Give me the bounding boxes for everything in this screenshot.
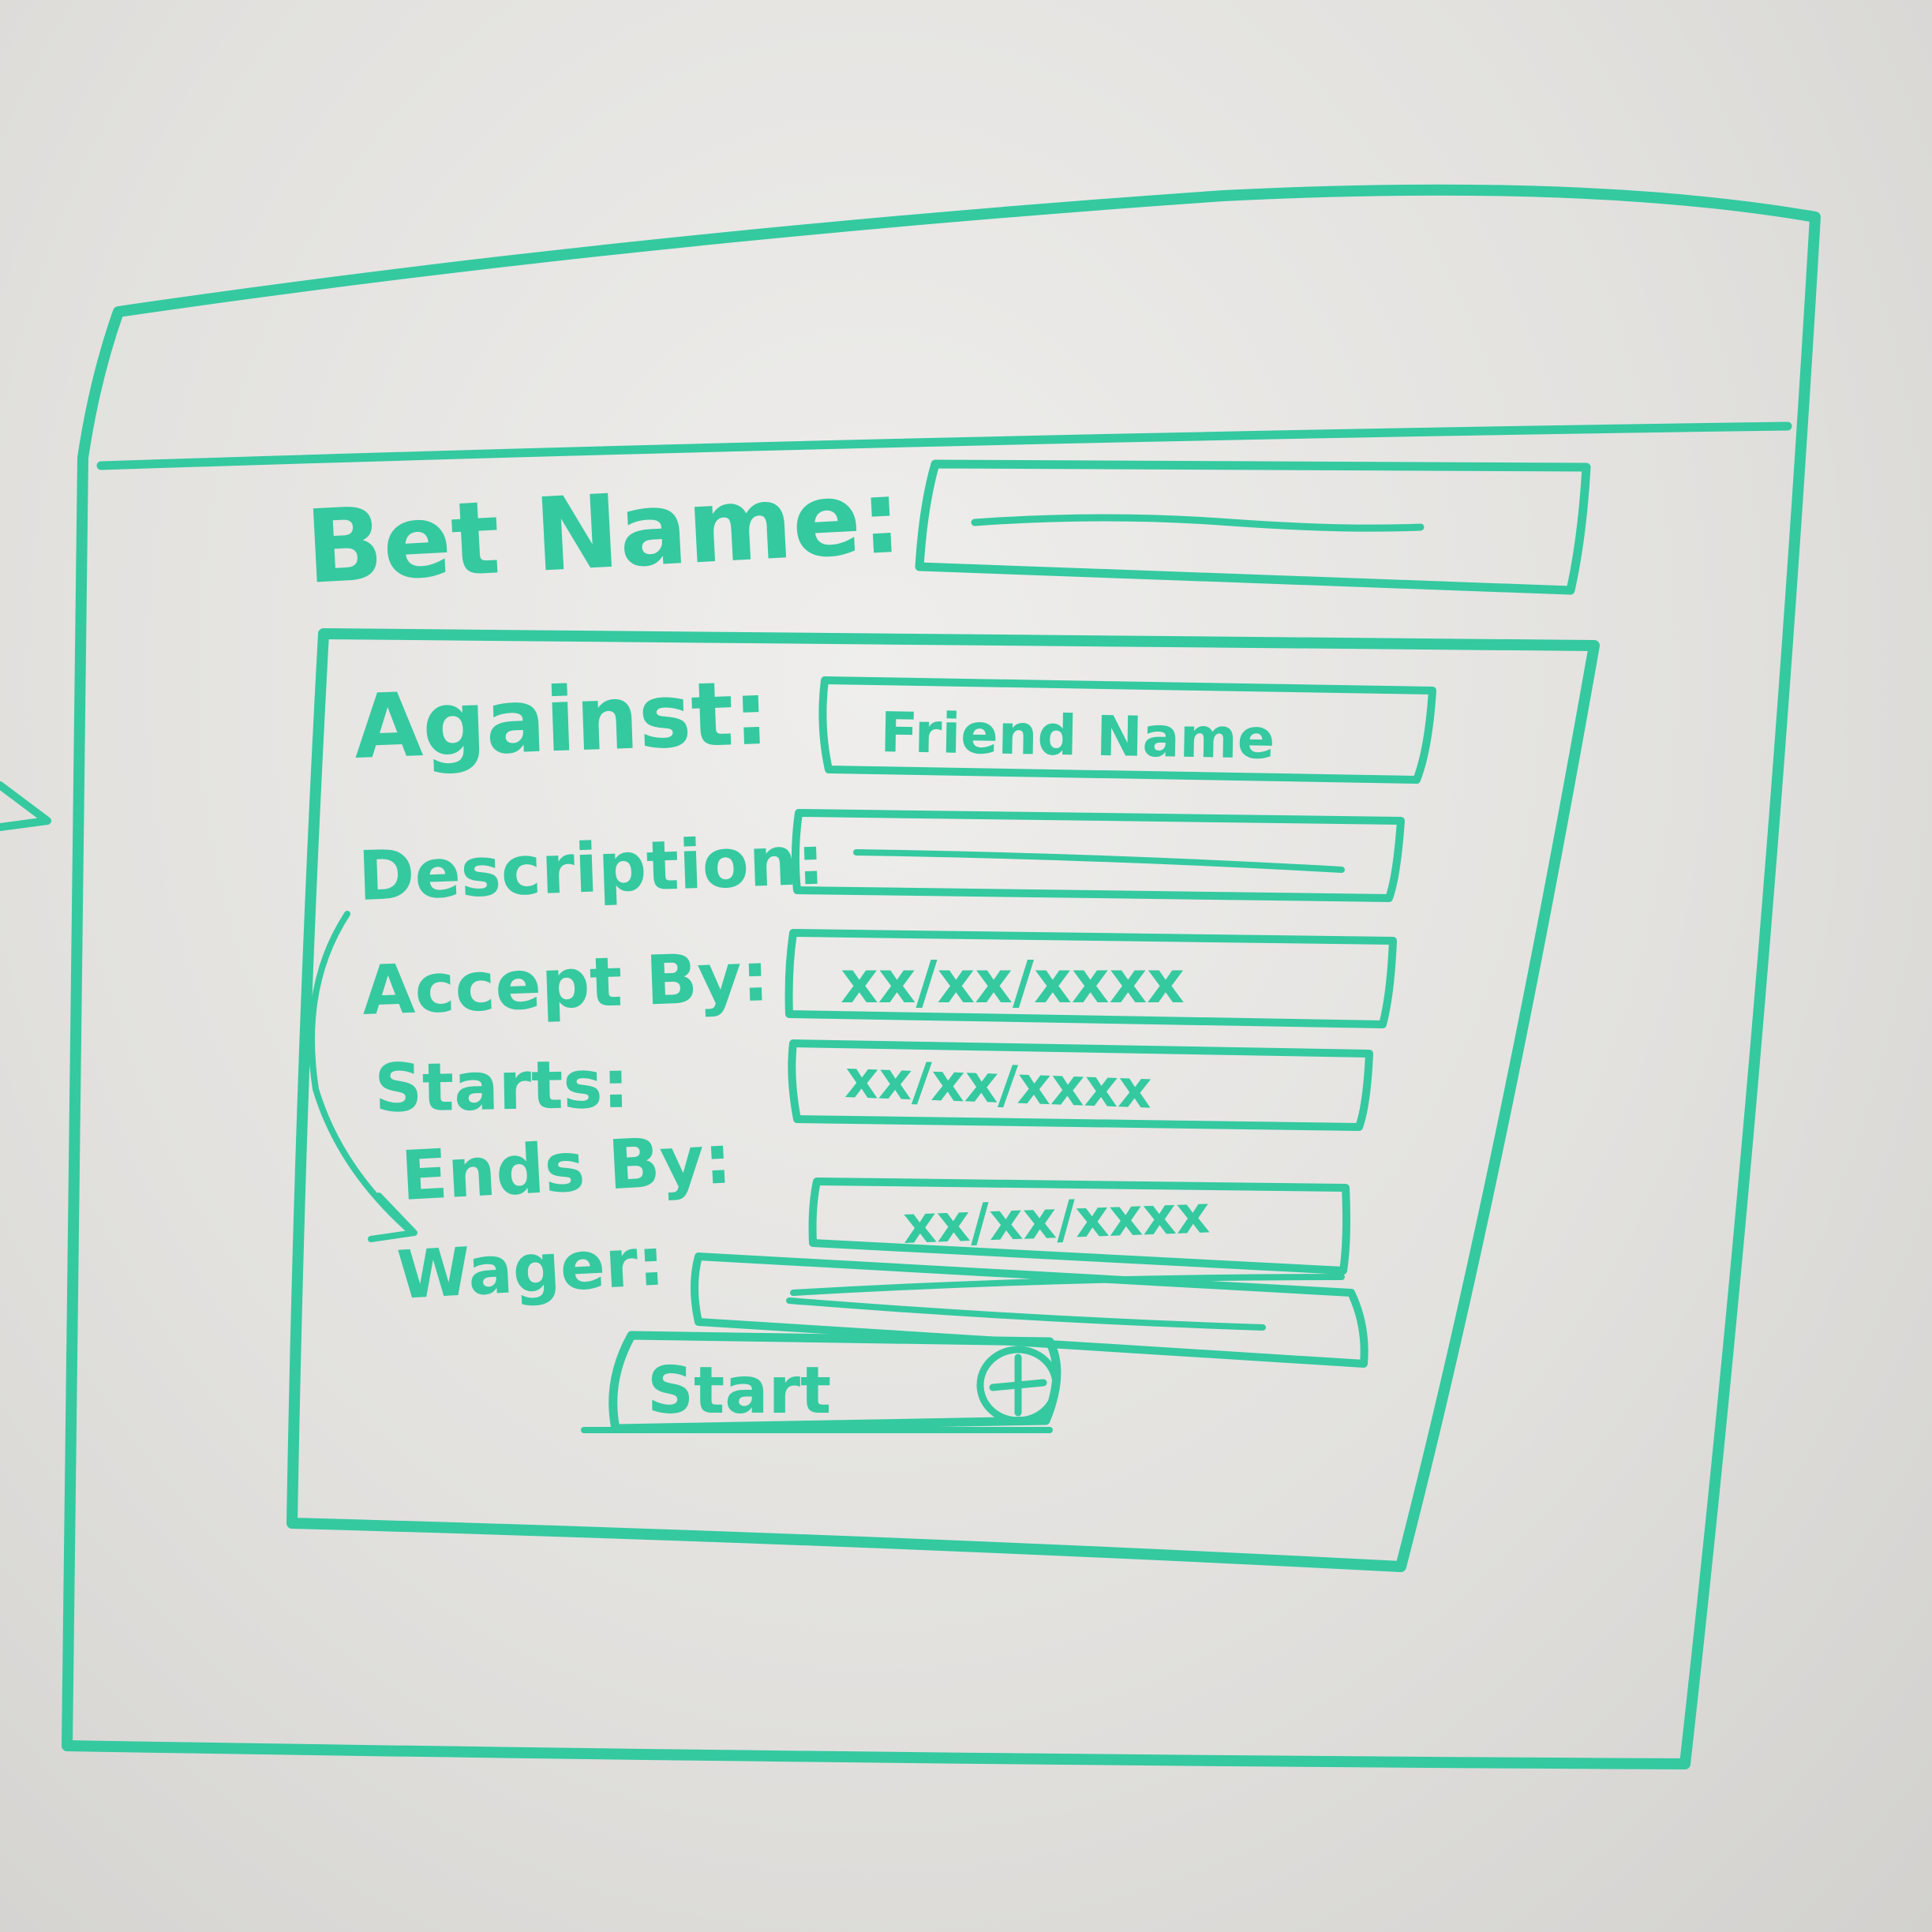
against-value: Friend Name <box>880 700 1275 772</box>
starts-input[interactable] <box>788 1039 1373 1131</box>
arrow-stub <box>0 781 51 831</box>
details-panel <box>286 628 1600 1572</box>
plus-circle-icon[interactable] <box>976 1346 1060 1425</box>
description-placeholder-line <box>853 849 1345 873</box>
wager-input[interactable] <box>691 1252 1368 1368</box>
starts-label: Starts: <box>374 1045 630 1127</box>
ends-by-label: Ends By: <box>399 1120 733 1216</box>
wager-placeholder-line <box>786 1274 1345 1331</box>
ends-by-value: xx/xx/xxxx <box>902 1184 1211 1256</box>
curved-arrow <box>309 911 414 1234</box>
accept-by-label: Accept By: <box>361 938 770 1031</box>
accept-by-value: xx/xx/xxxx <box>841 949 1185 1017</box>
starts-value: xx/xx/xxxx <box>844 1049 1152 1121</box>
bet-name-placeholder-line <box>971 514 1425 532</box>
against-label: Against: <box>352 662 770 779</box>
wager-label: Wager: <box>395 1222 666 1314</box>
window-frame <box>62 184 1821 1769</box>
start-button-outline[interactable] <box>608 1331 1061 1433</box>
against-input[interactable] <box>818 676 1436 784</box>
start-button-label[interactable]: Start <box>647 1354 831 1428</box>
accept-by-input[interactable] <box>784 929 1397 1028</box>
bet-name-label: Bet Name: <box>303 459 904 607</box>
description-input[interactable] <box>791 809 1405 902</box>
ends-by-input[interactable] <box>808 1178 1350 1275</box>
curved-arrow-head <box>368 1193 417 1242</box>
title-bar-divider <box>96 421 1792 470</box>
description-label: Description: <box>357 821 826 916</box>
bet-name-input[interactable] <box>915 459 1591 595</box>
